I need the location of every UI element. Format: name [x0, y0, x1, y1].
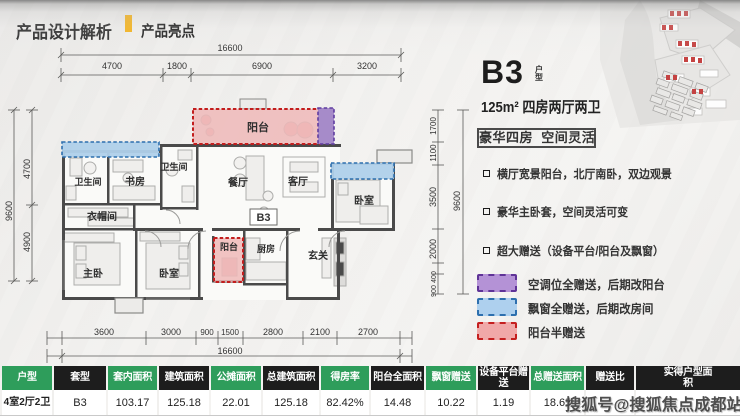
svg-text:9600: 9600 [452, 191, 462, 211]
svg-text:卫生间: 卫生间 [160, 161, 187, 172]
svg-text:阳台: 阳台 [247, 120, 269, 134]
svg-text:9600: 9600 [4, 201, 14, 221]
svg-text:3600: 3600 [94, 327, 114, 337]
svg-text:衣帽间: 衣帽间 [87, 210, 117, 223]
svg-text:2700: 2700 [358, 327, 378, 337]
svg-text:1800: 1800 [167, 61, 187, 71]
svg-text:16600: 16600 [217, 346, 242, 356]
svg-text:2100: 2100 [310, 327, 330, 337]
svg-text:阳台: 阳台 [220, 241, 238, 252]
svg-text:400: 400 [431, 271, 438, 283]
svg-text:卧室: 卧室 [354, 194, 374, 207]
svg-text:客厅: 客厅 [287, 175, 308, 188]
svg-text:1100: 1100 [429, 144, 438, 162]
svg-text:玄关: 玄关 [308, 249, 328, 262]
svg-text:1700: 1700 [429, 117, 438, 135]
svg-text:书房: 书房 [125, 175, 145, 188]
svg-text:B3: B3 [256, 212, 270, 224]
svg-text:主卧: 主卧 [83, 267, 103, 280]
svg-text:900: 900 [431, 285, 438, 297]
svg-text:1500: 1500 [221, 328, 239, 337]
svg-text:3000: 3000 [161, 327, 181, 337]
svg-text:4700: 4700 [102, 61, 122, 71]
svg-text:2000: 2000 [428, 239, 438, 259]
svg-text:16600: 16600 [217, 43, 242, 53]
svg-text:4700: 4700 [22, 159, 32, 179]
svg-text:卫生间: 卫生间 [74, 176, 101, 187]
svg-text:2800: 2800 [263, 327, 283, 337]
svg-text:900: 900 [200, 328, 214, 337]
svg-text:4900: 4900 [22, 232, 32, 252]
svg-text:3500: 3500 [428, 187, 438, 207]
svg-text:卧室: 卧室 [159, 267, 179, 280]
svg-text:厨房: 厨房 [257, 243, 275, 254]
svg-text:6900: 6900 [252, 61, 272, 71]
svg-text:餐厅: 餐厅 [227, 176, 248, 189]
svg-text:3200: 3200 [357, 61, 377, 71]
